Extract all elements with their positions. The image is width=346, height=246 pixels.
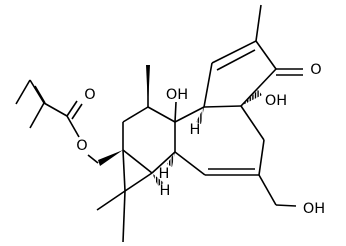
bond (96, 190, 126, 211)
bond (258, 174, 277, 206)
bond (240, 105, 265, 141)
bond (174, 106, 205, 123)
atom-label-h: H (190, 122, 201, 138)
bond (275, 204, 297, 207)
stereo-wedges (98, 65, 262, 186)
carbonyl-bond (71, 103, 83, 120)
bond (258, 139, 265, 176)
bond (122, 106, 149, 123)
bond (15, 79, 31, 105)
atom-label-h: H (159, 166, 170, 182)
atom-label-oh: OH (166, 87, 188, 103)
bond (203, 62, 213, 108)
atom-label-o: O (310, 62, 321, 78)
atom-label-oh: OH (265, 93, 287, 109)
hashed-wedge-bond (241, 90, 262, 106)
bond (122, 190, 126, 243)
atom-label-h: H (160, 183, 171, 199)
bond (43, 102, 68, 117)
bond (174, 101, 177, 123)
bond (29, 102, 45, 129)
bond (255, 4, 262, 42)
wedge-bond (98, 150, 123, 166)
wedge-bond (146, 65, 150, 107)
bond (122, 149, 126, 192)
bond (147, 106, 176, 123)
atom-labels: O O O OH OH OH H H H (76, 62, 325, 217)
hashed-wedge-bond (167, 152, 175, 167)
bond (203, 105, 242, 108)
carbonyl-bond (66, 100, 78, 117)
bond-network (15, 4, 303, 243)
bond (240, 68, 277, 107)
atom-label-o: O (84, 87, 95, 103)
hashed-wedge-bond (196, 107, 204, 124)
bond (124, 172, 153, 192)
double-bond-inner (216, 49, 256, 71)
bond (87, 154, 99, 164)
hashed-wedge-bond (152, 173, 164, 186)
atom-label-o: O (76, 138, 87, 154)
bond (151, 151, 176, 174)
bond (174, 151, 206, 176)
bond (255, 40, 277, 70)
bond (122, 149, 153, 174)
bond (211, 40, 257, 64)
bond (29, 79, 45, 104)
bond (66, 115, 80, 138)
double-bond-inner (34, 85, 46, 104)
atom-label-oh: OH (303, 201, 325, 217)
